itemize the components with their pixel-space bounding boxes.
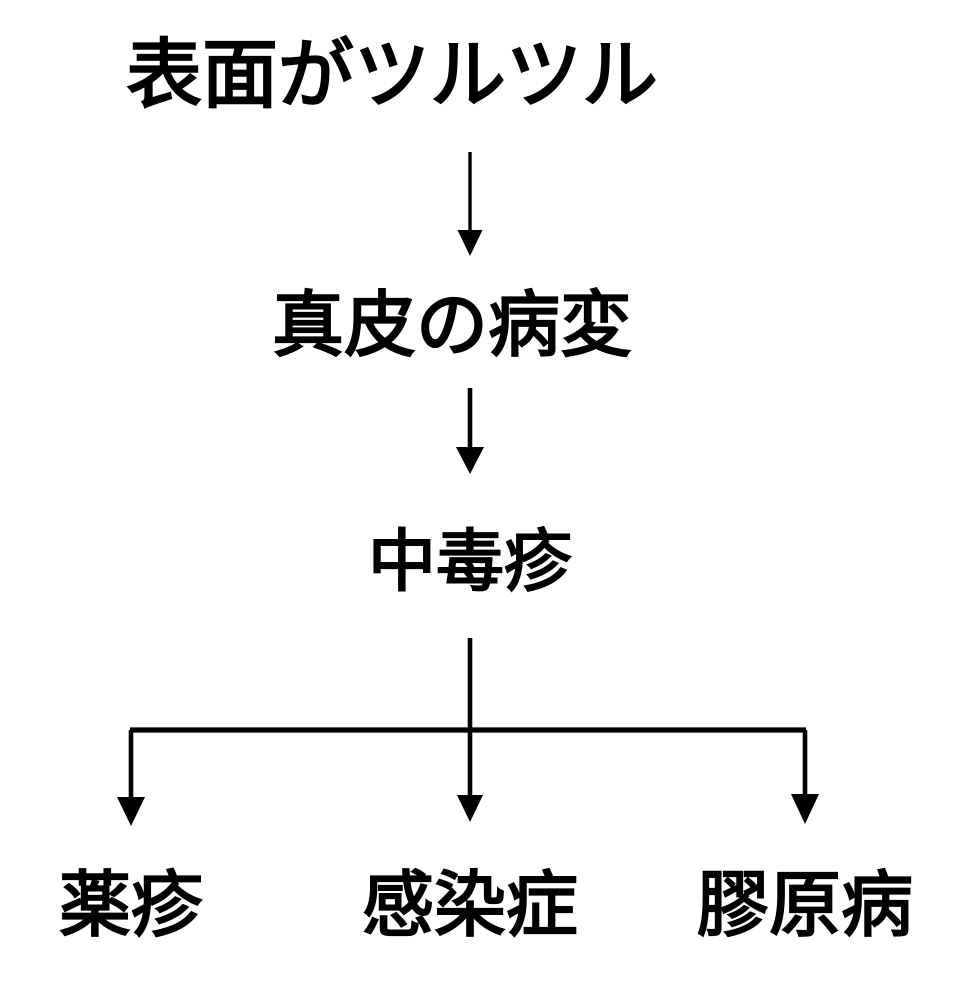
- node-drug-eruption: 薬疹: [58, 863, 204, 947]
- edge-surface-to-dermis: [457, 152, 483, 256]
- node-surface-smooth: 表面がツルツル: [126, 30, 658, 119]
- node-collagen-disease: 膠原病: [696, 863, 914, 947]
- edge-dermis-to-toxicoderma: [456, 388, 484, 474]
- node-toxicoderma: 中毒疹: [367, 523, 573, 602]
- edge-toxicoderma-branch: [117, 638, 819, 826]
- node-dermal-lesion: 真皮の病変: [271, 283, 633, 367]
- node-infectious-disease: 感染症: [361, 863, 579, 947]
